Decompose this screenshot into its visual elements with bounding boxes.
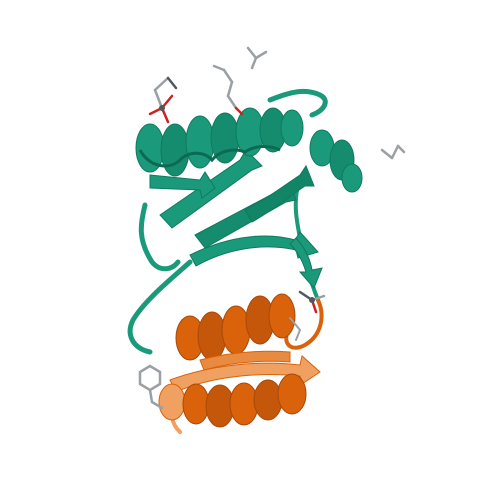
side-chain-aromatic-left (138, 364, 164, 410)
side-chain-top (246, 46, 268, 70)
coil-top-loop (267, 88, 328, 118)
alpha-helix-right (309, 129, 363, 193)
beta-strand-4 (244, 164, 315, 223)
coil-linker (127, 259, 193, 355)
alpha-helix-bottom-lower (158, 373, 307, 428)
beta-strand-bottom-1 (169, 355, 321, 393)
beta-strand-6 (149, 171, 216, 199)
beta-strand-bottom-2 (199, 350, 291, 371)
side-chain-right (380, 144, 406, 160)
top-domain (127, 88, 363, 355)
alpha-helix-top (135, 107, 304, 177)
ligand-center-right (289, 290, 326, 341)
ligand-top-left (148, 76, 178, 124)
coil-bottom-right (284, 298, 324, 350)
beta-strand-5 (289, 237, 323, 289)
bottom-domain (158, 293, 324, 434)
side-chain-top-center (212, 64, 244, 116)
alpha-helix-bottom-upper (175, 293, 296, 361)
coil-left (138, 202, 181, 272)
beta-strand-3 (189, 231, 319, 267)
